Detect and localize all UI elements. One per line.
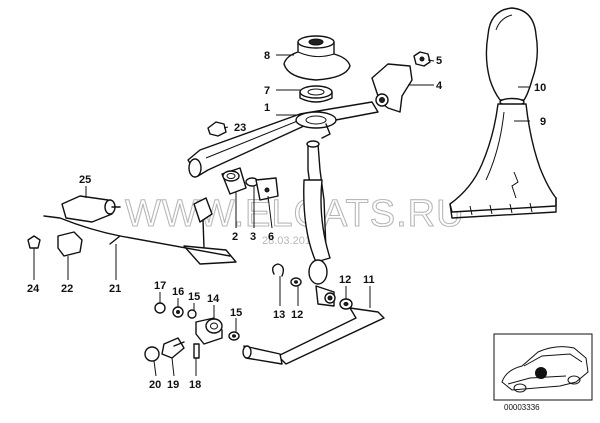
shift-arm: [187, 101, 379, 178]
bearing-ring: [299, 85, 333, 103]
callout-19: 19: [167, 379, 179, 391]
callout-4: 4: [436, 80, 443, 92]
pivot-pin: [221, 167, 247, 195]
callout-18: 18: [189, 379, 201, 391]
callout-24: 24: [27, 283, 40, 295]
catalog-number: 00003336: [504, 403, 540, 412]
callout-6: 6: [268, 231, 274, 243]
callout-22: 22: [61, 283, 73, 295]
callout-15-right: 15: [230, 307, 242, 319]
callout-3: 3: [250, 231, 256, 243]
cable-rod: [43, 215, 231, 257]
pin-18: [193, 343, 200, 359]
cable-connector: [57, 231, 83, 257]
hex-nut: [413, 51, 431, 67]
shift-lever-rod: [303, 140, 336, 307]
callout-1: 1: [264, 102, 270, 114]
callout-labels: 8 7 1 5 4 10 9 23 25 2 3 6 24 22 21 13 1…: [27, 50, 546, 391]
callout-25: 25: [79, 174, 91, 186]
joint-assembly: [195, 317, 223, 345]
callout-21: 21: [109, 283, 121, 295]
shift-boot: [449, 103, 557, 219]
callout-23: 23: [234, 122, 246, 134]
callout-11: 11: [363, 274, 375, 286]
support-bracket: [371, 63, 413, 113]
bushing-19: [161, 337, 185, 359]
callout-8: 8: [264, 50, 270, 62]
screw: [27, 235, 41, 249]
callout-17: 17: [154, 280, 166, 292]
washer-16: [172, 306, 184, 318]
callout-7: 7: [264, 85, 270, 97]
switch: [61, 195, 121, 223]
date-stamp: 28.03.2012: [262, 235, 317, 247]
callout-12-lower: 12: [291, 309, 303, 321]
callout-2: 2: [232, 231, 238, 243]
callout-20: 20: [149, 379, 161, 391]
callout-13: 13: [273, 309, 285, 321]
vehicle-location-inset: [493, 333, 593, 401]
washer-15-right: [228, 331, 240, 341]
callout-15-left: 15: [188, 291, 200, 303]
washer-17: [154, 302, 166, 314]
callout-9: 9: [540, 116, 546, 128]
clip: [207, 121, 227, 137]
watermark: WWW.ELCATS.RU: [125, 193, 465, 235]
shift-rod: [242, 307, 385, 365]
callout-12-upper: 12: [339, 274, 351, 286]
shift-knob: [485, 7, 539, 107]
washer-upper: [290, 277, 302, 287]
retaining-clip: [271, 263, 285, 277]
washer-15-left: [187, 309, 197, 319]
callout-10: 10: [534, 82, 546, 94]
leader-lines: [33, 54, 530, 377]
callout-14: 14: [207, 293, 220, 305]
mounting-plate: [255, 177, 279, 201]
bearing-cap: [283, 35, 351, 81]
callout-5: 5: [436, 55, 442, 67]
callout-16: 16: [172, 286, 184, 298]
cap-20: [144, 346, 160, 362]
